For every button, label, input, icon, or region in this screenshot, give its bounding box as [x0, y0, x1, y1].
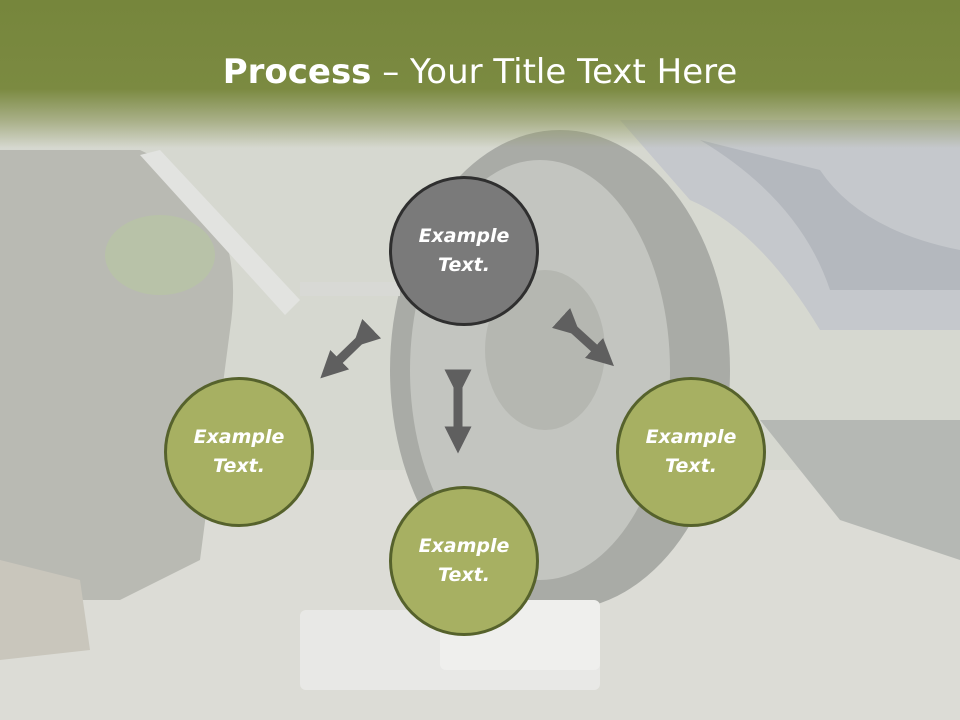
circle-top-text: Example Text.: [418, 225, 510, 276]
process-circle-left: Example Text.: [164, 377, 314, 527]
process-circle-bottom: Example Text.: [389, 486, 539, 636]
circle-bottom-text: Example Text.: [418, 535, 510, 586]
circle-left-text: Example Text.: [193, 426, 285, 477]
arrow-top-left: [320, 318, 382, 379]
process-circle-top: Example Text.: [389, 176, 539, 326]
process-circle-right: Example Text.: [616, 377, 766, 527]
title-bold: Process: [222, 52, 372, 92]
title-banner: [0, 0, 960, 148]
title-rest: – Your Title Text Here: [371, 52, 738, 92]
slide-title: Process – Your Title Text Here: [0, 52, 960, 92]
arrow-top-right: [551, 307, 614, 367]
circle-right-text: Example Text.: [645, 426, 737, 477]
